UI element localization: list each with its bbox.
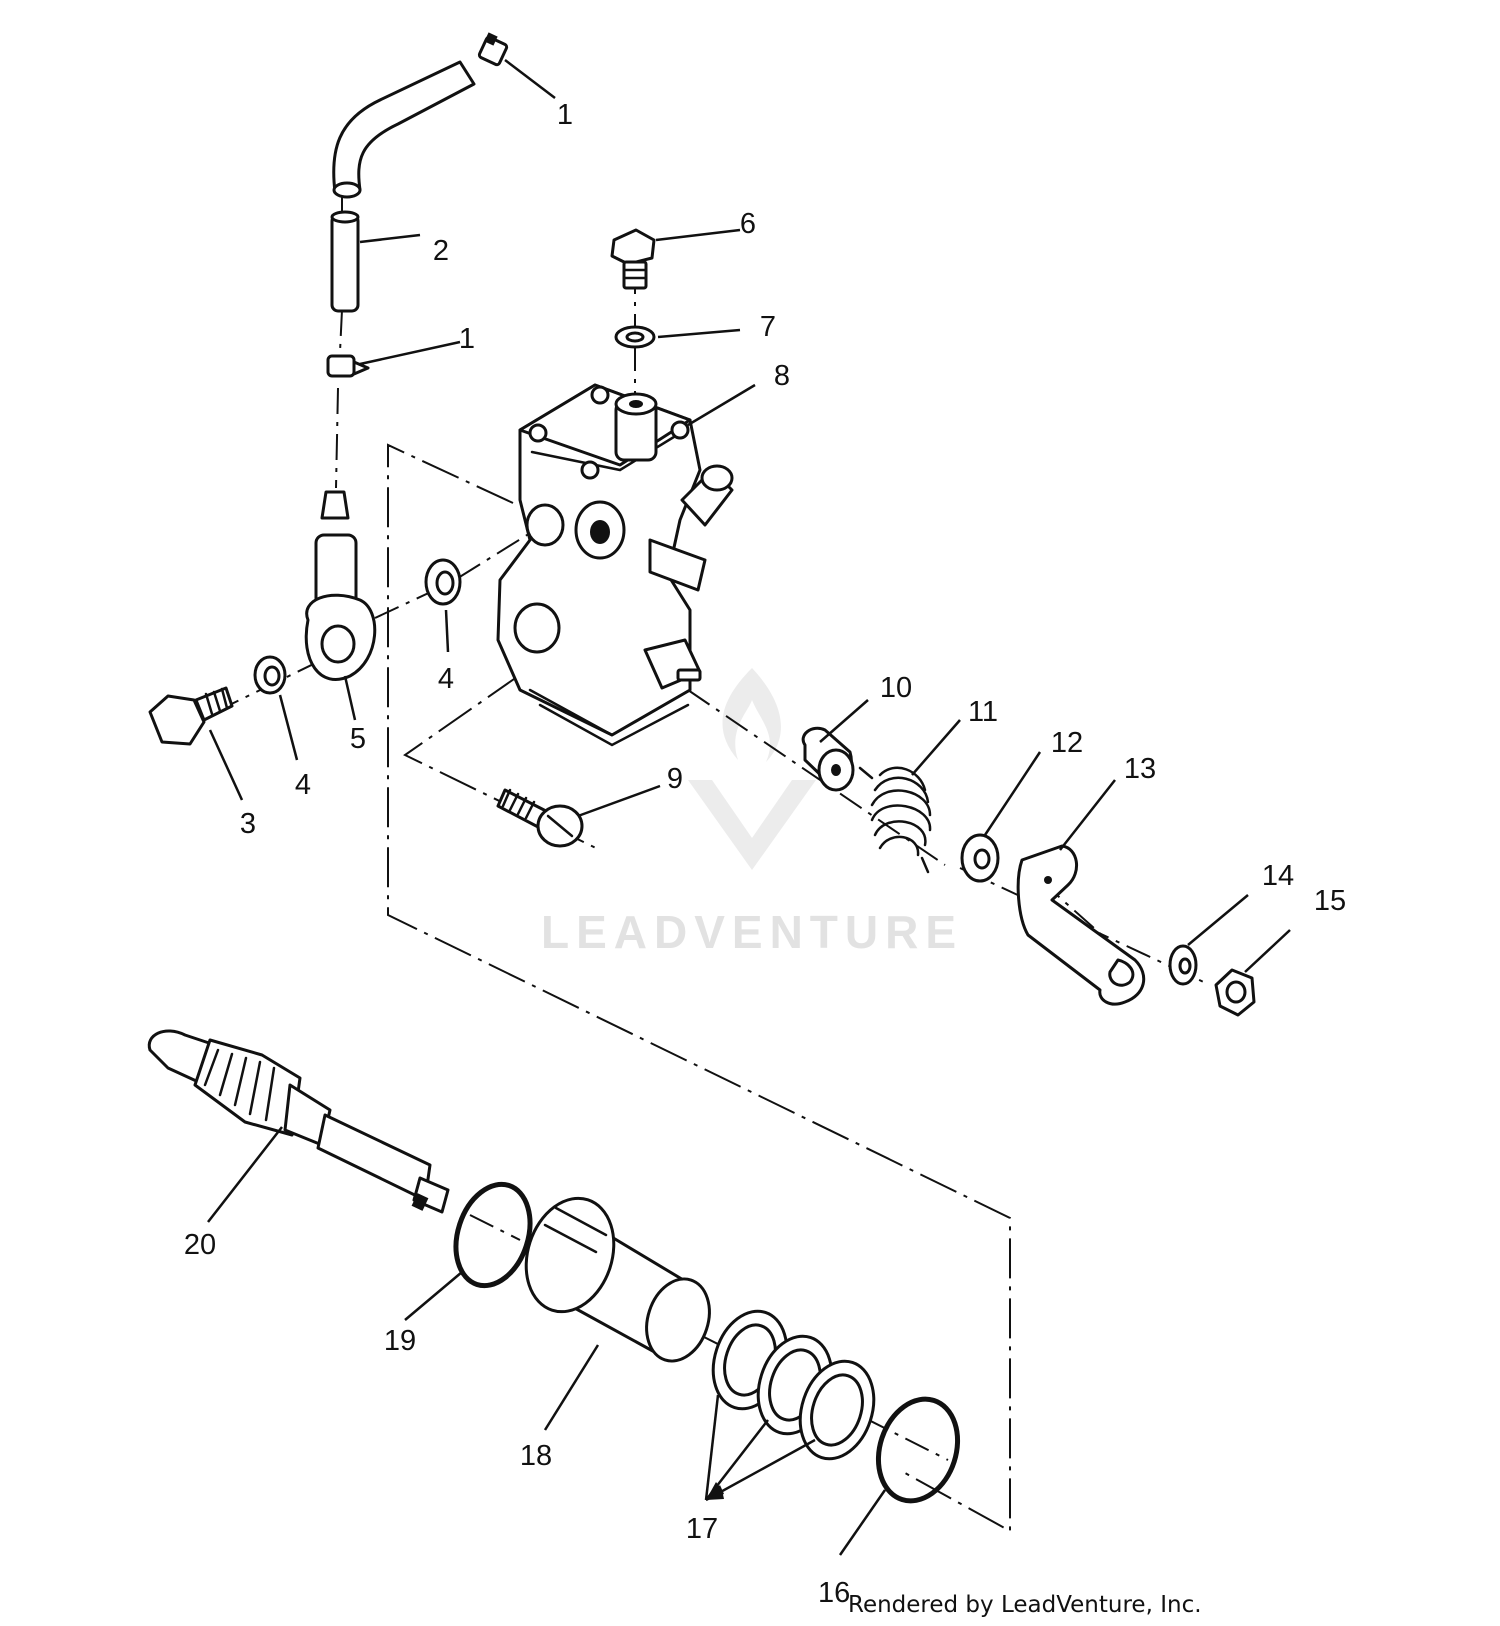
flame-v-logo-icon	[688, 668, 816, 870]
callout-13: 13	[1124, 753, 1156, 785]
callout-5: 5	[350, 723, 366, 755]
collar	[801, 726, 855, 792]
watermark-text: LEADVENTURE	[541, 906, 963, 958]
callout-3: 3	[240, 808, 256, 840]
callout-1-lower: 1	[459, 323, 475, 355]
banjo-fitting	[304, 490, 377, 681]
banjo-bolt	[148, 686, 234, 746]
straight-hose	[330, 210, 360, 313]
callout-19: 19	[384, 1325, 416, 1357]
lock-nut	[1214, 968, 1256, 1017]
hose-clamp-top	[477, 32, 509, 67]
retaining-ring	[875, 1396, 961, 1504]
render-credit: Rendered by LeadVenture, Inc.	[848, 1592, 1202, 1618]
pump-mounting-screw	[496, 788, 584, 848]
spring-washer	[960, 833, 1000, 883]
pump-control-lever	[1016, 844, 1146, 1006]
bent-oil-hose	[332, 60, 476, 199]
callout-4-right: 4	[438, 663, 454, 695]
callout-7: 7	[760, 311, 776, 343]
callout-2: 2	[433, 235, 449, 267]
callout-20: 20	[184, 1229, 216, 1261]
hose-clamp-lower	[326, 354, 370, 378]
leadventure-watermark: LEADVENTURE	[541, 668, 963, 958]
bleed-screw-washer	[614, 325, 656, 349]
sealing-washer-right	[424, 558, 462, 606]
callout-8: 8	[774, 360, 790, 392]
callout-6: 6	[740, 208, 756, 240]
assembly-centerlines	[214, 190, 1211, 1461]
assembly-frame-lines	[387, 443, 1011, 1533]
callout-numbers: 1 2 1 6 7 8 4 5 4 3 9 10 11 12 13 14 15 …	[184, 99, 1346, 1545]
pump-drive-sleeve	[524, 1196, 711, 1363]
oil-pump-body	[496, 383, 734, 747]
callout-14: 14	[1262, 860, 1294, 892]
pump-drive-shaft	[147, 1029, 450, 1214]
shim-washer-set	[711, 1309, 876, 1461]
callout-16: 16	[818, 1577, 850, 1609]
callout-17: 17	[686, 1513, 718, 1545]
callout-1-top: 1	[557, 99, 573, 131]
callout-18: 18	[520, 1440, 552, 1472]
bleed-screw	[610, 228, 656, 290]
callout-10: 10	[880, 672, 912, 704]
callout-9: 9	[667, 763, 683, 795]
return-spring	[858, 766, 932, 874]
callout-17-arrowheads	[706, 1482, 724, 1500]
callout-11: 11	[968, 696, 998, 728]
callout-12: 12	[1051, 727, 1083, 759]
callout-4-left: 4	[295, 769, 311, 801]
sealing-washer-left	[253, 655, 287, 695]
callout-15: 15	[1314, 885, 1346, 917]
shaft-o-ring	[453, 1181, 533, 1289]
lever-washer	[1168, 944, 1198, 986]
